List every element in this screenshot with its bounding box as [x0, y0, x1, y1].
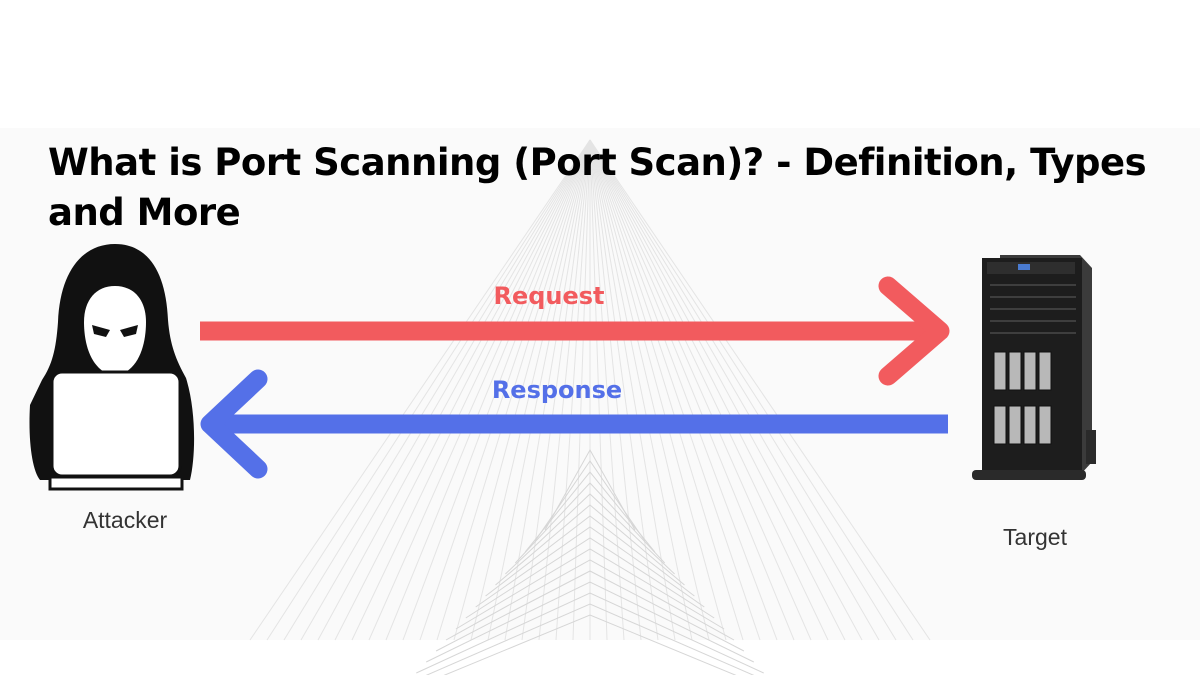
request-label: Request — [429, 282, 669, 310]
attacker-label: Attacker — [50, 507, 200, 534]
response-label: Response — [437, 376, 677, 404]
tower-server-icon — [972, 255, 1096, 480]
page-title: What is Port Scanning (Port Scan)? - Def… — [48, 138, 1168, 238]
target-label: Target — [960, 524, 1110, 551]
